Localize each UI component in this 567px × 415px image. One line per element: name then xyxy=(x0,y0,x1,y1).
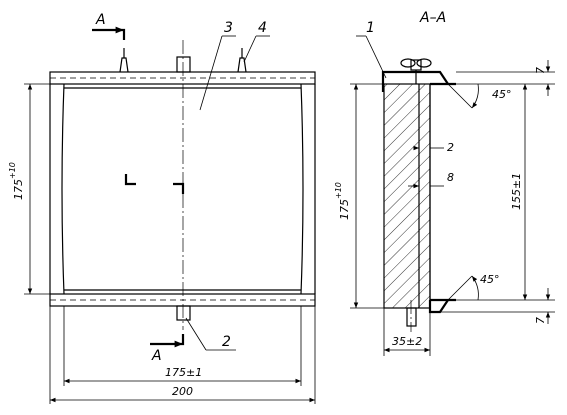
section-letter-bottom: A xyxy=(151,348,162,364)
section-dim-thin: 2 xyxy=(447,141,454,154)
callout-4: 4 xyxy=(258,20,267,36)
section-view: A–A 1 175 +10 xyxy=(334,10,555,356)
front-dim-height-tol: +10 xyxy=(8,162,17,179)
section-angle-top: 45° xyxy=(492,88,512,101)
callout-1: 1 xyxy=(366,20,375,36)
section-mark-top: A xyxy=(92,12,126,40)
section-dim-plate: 8 xyxy=(447,171,454,184)
section-dim-top-gap: 7 xyxy=(534,67,547,74)
corner-mark-lower xyxy=(173,182,185,194)
section-dim-height-tol: +10 xyxy=(334,182,343,199)
callout-3: 3 xyxy=(224,20,233,36)
top-clamp xyxy=(381,70,449,92)
front-dim-inner-width: 175±1 xyxy=(165,366,202,379)
section-angle-bottom: 45° xyxy=(480,273,500,286)
front-dim-outer-width: 200 xyxy=(172,385,193,398)
section-stud xyxy=(406,307,417,327)
section-dim-height: 175 xyxy=(338,199,351,220)
wing-nut xyxy=(400,58,432,84)
wing-bolt-right xyxy=(237,48,247,73)
section-body xyxy=(383,83,431,309)
frame-right xyxy=(300,83,316,295)
bottom-stud xyxy=(176,305,191,321)
section-title: A–A xyxy=(419,10,446,26)
front-dim-height: 175 xyxy=(12,179,25,200)
wing-bolt-left xyxy=(119,48,129,73)
top-knob xyxy=(176,56,191,73)
section-dim-bottom-gap: 7 xyxy=(534,317,547,324)
section-letter-top: A xyxy=(95,12,106,28)
callout-2: 2 xyxy=(222,334,231,350)
frame-left xyxy=(49,83,65,295)
bottom-clamp xyxy=(428,299,449,314)
section-mark-bottom: A xyxy=(150,334,185,364)
section-dim-inner: 155±1 xyxy=(510,173,523,210)
front-view: A A 3 4 2 175 +10 175±1 xyxy=(8,12,316,404)
corner-mark-upper xyxy=(124,174,136,186)
section-dim-depth: 35±2 xyxy=(392,335,422,348)
